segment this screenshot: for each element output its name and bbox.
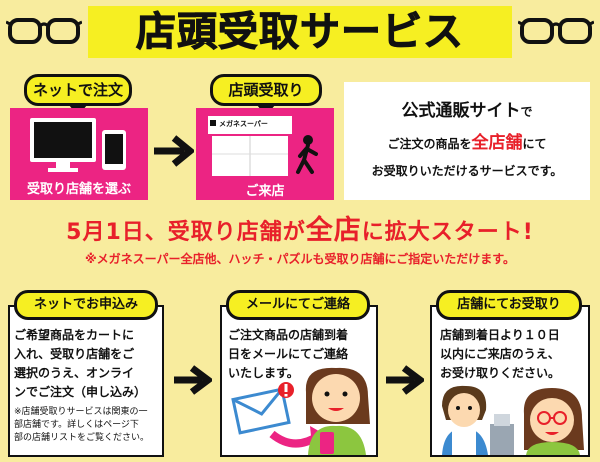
step-1-note: ※店舗受取りサービスは関東の一 部店舗です。詳しくはページ下 部の店舗リストをご… — [14, 406, 162, 445]
step-2-line: いたします。 — [228, 366, 299, 380]
info-line-1: 公式通販サイトで — [344, 96, 590, 121]
woman-icon — [305, 367, 370, 455]
step-3-title: 店舗にてお受取り — [436, 290, 582, 320]
step-2-title: メールにてご連絡 — [226, 290, 370, 320]
step-2-line: ご注文商品の店舗到着 — [228, 328, 349, 342]
step-2-line: 日をメールにてご連絡 — [228, 347, 349, 361]
announcement-all-stores: 全店 — [305, 215, 362, 246]
step-3-line: 以内にご来店のうえ、 — [440, 347, 560, 361]
page-title: 店頭受取サービス — [136, 9, 464, 56]
step-1-body: ご希望商品をカートに 入れ、受取り店舗をご 選択のうえ、オンライ ンでご注文（申… — [14, 326, 162, 402]
step-3-body: 店舗到着日より１０日 以内にご来店のうえ、 お受け取りください。 — [440, 326, 586, 383]
info-line-2: ご注文の商品を全店舗にて — [344, 128, 590, 153]
step-1-line: ご希望商品をカートに — [14, 328, 135, 342]
tablet-icon — [102, 130, 126, 170]
info-line-1-tail: で — [520, 105, 533, 119]
step-3-line: お受け取りください。 — [440, 366, 561, 380]
announcement-note: ※メガネスーパー全店他、ハッチ・パズルも受取り店舗にご指定いただけます。 — [84, 252, 516, 266]
title-banner — [88, 6, 512, 58]
glasses-icon-left — [6, 18, 82, 44]
step-1-line: 入れ、受取り店舗をご — [14, 347, 135, 361]
arrow-right-icon — [154, 135, 194, 167]
badge-store-pickup: 店頭受取り — [210, 74, 322, 106]
info-line-3: お受取りいただけるサービスです。 — [371, 164, 563, 178]
announcement-headline: 5月1日、受取り店舗が全店に拡大スタート! — [0, 208, 600, 247]
step-1-note-line: 部店舗です。詳しくはページ下 — [14, 420, 139, 430]
person-walking-icon — [296, 135, 318, 174]
step-3-line: 店舗到着日より１０日 — [440, 328, 560, 342]
woman-icon — [523, 388, 584, 455]
store-icon — [208, 116, 318, 176]
official-site-label: 公式通販サイト — [401, 101, 521, 121]
smartphone-icon — [320, 432, 334, 454]
announcement-part-1: 5月1日、受取り店舗が — [66, 220, 306, 245]
all-stores-highlight: 全店舗 — [471, 133, 523, 153]
arrow-right-icon — [386, 365, 424, 395]
badge-order-online: ネットで注文 — [24, 74, 132, 106]
step-1-note-line: ※店舗受取りサービスは関東の一 — [14, 407, 148, 417]
step-1-line: ンでご注文（申し込み） — [14, 385, 147, 399]
choose-store-caption: 受取り店舗を選ぶ — [26, 182, 131, 197]
service-info-panel — [344, 82, 590, 200]
info-line-2-tail: にて — [522, 137, 547, 151]
store-sign: メガネスーパー — [219, 120, 268, 128]
step-1-note-line: 部の店舗リストをご覧ください。 — [14, 433, 150, 443]
mail-illustration — [231, 367, 370, 455]
step-1-line: 選択のうえ、オンライ — [14, 366, 135, 380]
glasses-icon-right — [518, 18, 594, 44]
envelope-icon — [231, 387, 291, 435]
step-1-title: ネットでお申込み — [14, 290, 158, 320]
step-1-card — [8, 305, 164, 457]
pickup-illustration — [442, 385, 584, 455]
visit-store-caption: ご来店 — [245, 184, 285, 199]
announcement-part-3: に拡大スタート! — [361, 220, 534, 245]
arrow-right-icon — [174, 365, 212, 395]
shop-staff-icon — [442, 385, 488, 455]
monitor-icon — [30, 118, 126, 172]
info-line-2-head: ご注文の商品を — [387, 137, 472, 151]
step-2-body: ご注文商品の店舗到着 日をメールにてご連絡 いたします。 — [228, 326, 376, 383]
